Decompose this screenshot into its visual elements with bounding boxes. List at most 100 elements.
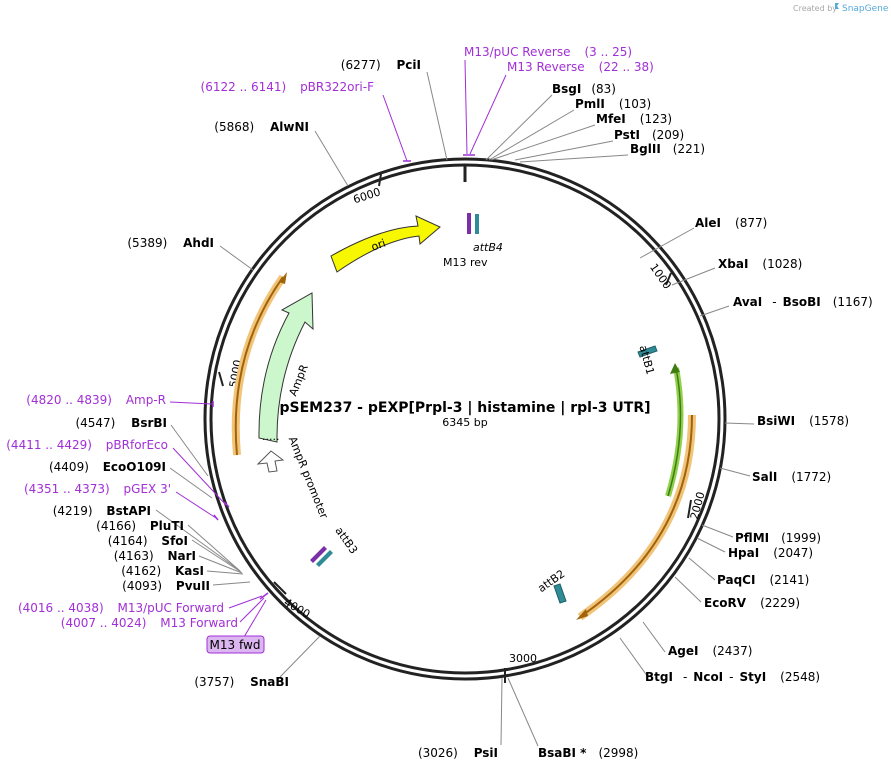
site-xbai[interactable]: XbaI(1028) [718,257,802,271]
primer-m13-reverse[interactable]: M13 Reverse(22 .. 38) [507,60,654,74]
attb3-label: attB3 [332,524,360,556]
ampr-label: AmpR [286,362,310,398]
bglii-leader [519,154,629,163]
m13-fwd-leader [239,597,265,623]
primer-m13-forward[interactable]: (4007 .. 4024) M13 Forward [61,616,238,630]
site-ecorv[interactable]: EcoRV(2229) [704,596,800,610]
attb2-mark[interactable] [553,583,567,604]
site-snabi[interactable]: (3757) SnaBI [194,675,289,689]
attb4-purple-mark [467,213,471,234]
kasi-leader [206,570,244,575]
site-pmli[interactable]: PmlI(103) [575,97,651,111]
tick-6000 [378,173,382,187]
m13puc-rev-leader [464,59,468,155]
pluti-leader [187,524,241,572]
left-orange-line [234,276,284,456]
pbrforeco-primer-mark[interactable] [223,501,230,508]
avai-leader [699,305,730,317]
site-psii[interactable]: (3026) PsiI [418,746,498,760]
primer-labels: M13/pUC Reverse(3 .. 25) M13 Reverse(22 … [6,45,654,654]
green-feature-line [667,367,682,497]
site-bglii[interactable]: BglII(221) [630,142,705,156]
attb3-teal-mark[interactable] [316,550,333,567]
primer-m13puc-reverse[interactable]: M13/pUC Reverse(3 .. 25) [464,45,632,59]
ori-feature[interactable] [330,215,441,273]
mfei-leader [490,124,596,161]
attb1-mark[interactable] [637,345,658,358]
bsrbi-leader [170,424,209,477]
primer-m13puc-forward[interactable]: (4016 .. 4038) M13/pUC Forward [18,601,224,615]
right-orange-line [579,414,693,618]
site-paqci[interactable]: PaqCI(2141) [717,573,809,587]
m13-fwd-primer-mark[interactable] [259,592,269,600]
tick-2000 [687,499,692,519]
site-alwni[interactable]: (5868) AlwNI [214,120,309,134]
psti-leader [514,140,614,161]
sali-leader [719,467,751,477]
site-bsrbi[interactable]: (4547) BsrBI [75,416,167,430]
site-btgi[interactable]: BtgI-NcoI-StyI(2548) [645,670,820,684]
site-pvuii[interactable]: (4093) PvuII [122,579,210,593]
psii-leader [500,677,503,746]
site-ecoo109i[interactable]: (4409) EcoO109I [49,460,166,474]
green-arrowhead [670,363,680,374]
ecorv-leader [674,576,702,603]
site-bsgi[interactable]: BsgI(83) [552,82,616,96]
bsabi-leader [507,677,539,747]
pmli-leader [488,109,575,161]
bstapi-leader [155,509,240,571]
ampr-promoter-dots: ..... [262,430,279,443]
m13-rev-leader [469,74,507,155]
leader-lines [155,71,755,747]
plasmid-length: 6345 bp [442,416,487,429]
primer-amp-r[interactable]: (4820 .. 4839) Amp-R [26,393,166,407]
credit-brand: SnapGene [842,4,889,14]
site-hpai[interactable]: HpaI(2047) [728,546,813,560]
pvuii-leader [212,581,251,586]
primer-pbrforeco[interactable]: (4411 .. 4429) pBRforEco [6,438,168,452]
snabi-leader [279,635,321,678]
site-bsiwi[interactable]: BsiWI(1578) [757,414,849,428]
site-pflmi[interactable]: PflMI(1999) [735,531,821,545]
site-alei[interactable]: AleI(877) [695,216,767,230]
ahdi-leader [219,245,254,271]
site-sfoi[interactable]: (4164) SfoI [108,534,188,548]
attb4-teal-mark[interactable] [475,214,479,234]
site-psti[interactable]: PstI(209) [614,128,684,142]
snapgene-logo-icon [835,3,839,9]
alwni-leader [314,130,349,187]
site-ahdi[interactable]: (5389) AhdI [127,236,214,250]
site-sali[interactable]: SalI(1772) [752,470,831,484]
site-pcii[interactable]: (6277) PciI [341,58,421,72]
primer-pgex3[interactable]: (4351 .. 4373) pGEX 3' [24,482,171,496]
right-orange-arrowhead [576,609,588,620]
tick-label-3000: 3000 [509,652,537,665]
ampr-promoter-feature[interactable] [256,450,285,473]
bsgi-leader [485,94,553,161]
attb4-label: attB4 [473,241,503,254]
nari-leader [198,555,243,574]
bsiwi-leader [724,422,755,425]
site-pluti[interactable]: (4166) PluTI [96,519,184,533]
m13-fwd-pill[interactable]: M13 fwd [206,635,265,654]
site-mfei[interactable]: MfeI(123) [596,112,672,126]
ampr-feature[interactable] [258,292,314,443]
site-bsabi[interactable]: BsaBI *(2998) [538,746,638,760]
primer-leaders [169,59,507,638]
agei-leader [642,621,666,653]
site-kasi[interactable]: (4162) KasI [121,564,204,578]
site-bstapi[interactable]: (4219) BstAPI [53,504,151,518]
right-orange-feature[interactable] [577,414,696,621]
m13-fwd-pill-label: M13 fwd [210,638,261,652]
primer-pbr322ori-f[interactable]: (6122 .. 6141) pBR322ori-F [201,80,375,94]
pcii-leader [426,71,448,161]
pbr322-leader [382,94,408,162]
site-avai[interactable]: AvaI-BsoBI(1167) [733,295,873,309]
site-nari[interactable]: (4163) NarI [114,549,196,563]
pflmi-leader [701,524,734,538]
xbai-leader [671,267,716,286]
site-agei[interactable]: AgeI(2437) [668,644,752,658]
sfoi-leader [191,539,242,573]
restriction-site-labels: (6277) PciI BsgI(83) PmlI(103) MfeI(123)… [49,58,873,760]
m13puc-fwd-leader [228,595,263,609]
